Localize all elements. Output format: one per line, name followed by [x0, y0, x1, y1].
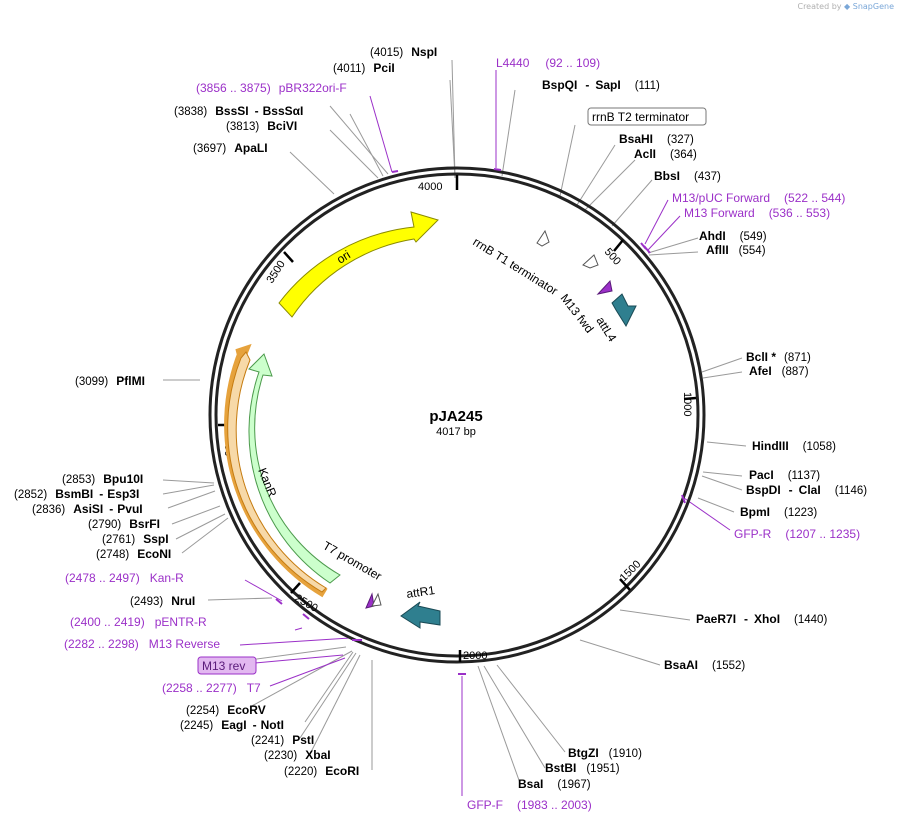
leader-lines [162, 59, 747, 784]
snapgene-credit: Created by ◆ SnapGene [797, 2, 894, 11]
xbai-label[interactable]: (2230)XbaI [264, 748, 331, 762]
ecori-label[interactable]: (2220)EcoRI [284, 764, 359, 778]
paci-label[interactable]: PacI(1137) [749, 468, 820, 482]
bpu10i-label[interactable]: (2853)Bpu10I [62, 472, 143, 486]
m13-puc-forward-label[interactable]: M13/pUC Forward(522 .. 544) [672, 191, 845, 205]
tick-4000: 4000 [418, 181, 442, 193]
ori-label: ori [334, 248, 353, 267]
hindiii-label[interactable]: HindIII(1058) [752, 439, 836, 453]
pbr322ori-f-label[interactable]: (3856 .. 3875)pBR322ori-F [196, 81, 347, 95]
sspi-label[interactable]: (2761)SspI [102, 532, 169, 546]
kanr-orange-bar [227, 351, 327, 593]
snapgene-logo-icon: ◆ [844, 2, 851, 11]
m13-forward-label[interactable]: M13 Forward(536 .. 553) [684, 206, 830, 220]
pentr-r-label[interactable]: (2400 .. 2419)pENTR-R [70, 615, 207, 629]
rrnb-t2-box[interactable] [587, 107, 707, 126]
m13-fwd-label: M13 fwd [558, 291, 597, 335]
psti-label[interactable]: (2241)PstI [251, 733, 314, 747]
t7-primer-label[interactable]: (2258 .. 2277)T7 [162, 681, 261, 695]
ecorv-label[interactable]: (2254)EcoRV [186, 703, 266, 717]
credit-brand: SnapGene [852, 2, 894, 11]
gfp-r-label[interactable]: GFP-R(1207 .. 1235) [734, 527, 860, 541]
bcli-label[interactable]: BclI *(871) [746, 350, 811, 364]
rrnb-t1-label: rrnB T1 terminator [470, 235, 560, 298]
asisi-label[interactable]: (2836)AsiSI-PvuI [32, 502, 143, 516]
pcii-label[interactable]: (4011)PciI [333, 61, 395, 75]
plasmid-size: 4017 bp [436, 426, 476, 438]
pflmi-label[interactable]: (3099)PflMI [75, 374, 145, 388]
labels-bottom-right: BtgZI(1910) BstBI(1951) BsaI(1967) GFP-F… [467, 746, 642, 812]
m13-fwd-feature[interactable] [596, 279, 613, 295]
econi-label[interactable]: (2748)EcoNI [96, 547, 171, 561]
bcivi-label[interactable]: (3813)BciVI [226, 119, 297, 133]
attl4-feature[interactable] [611, 293, 637, 328]
bpmi-label[interactable]: BpmI(1223) [740, 505, 817, 519]
labels-left: (3099)PflMI (2853)Bpu10I (2852)BsmBI-Esp… [14, 374, 171, 561]
bspdi-label[interactable]: BspDI-ClaI(1146) [746, 483, 867, 497]
labels-top-right: L4440(92 .. 109) BspQI-SapI(111) rrnB T2… [496, 56, 845, 257]
attr1-feature[interactable] [400, 601, 441, 629]
labels-right: BclI *(871) AfeI(887) HindIII(1058) PacI… [664, 350, 867, 672]
bsrfi-label[interactable]: (2790)BsrFI [88, 517, 160, 531]
primer-marks [275, 168, 686, 675]
rrnb-t1-feature[interactable] [582, 254, 599, 269]
kan-r-primer-label[interactable]: (2478 .. 2497)Kan-R [65, 571, 184, 585]
m13-reverse-label[interactable]: (2282 .. 2298)M13 Reverse [64, 637, 220, 651]
ori-feature[interactable] [278, 211, 439, 318]
acli-label[interactable]: AclI(364) [634, 147, 697, 161]
btgzi-label[interactable]: BtgZI(1910) [568, 746, 642, 760]
labels-bottom-left: (2478 .. 2497)Kan-R (2493)NruI (2400 .. … [64, 571, 359, 778]
ahdi-label[interactable]: AhdI(549) [699, 229, 767, 243]
aflii-label[interactable]: AflII(554) [706, 243, 766, 257]
paer7i-label[interactable]: PaeR7I-XhoI(1440) [696, 612, 827, 626]
bspqi-label[interactable]: BspQI-SapI(111) [542, 78, 660, 92]
bsahi-label[interactable]: BsaHI(327) [619, 132, 694, 146]
bsmbi-label[interactable]: (2852)BsmBI-Esp3I [14, 487, 139, 501]
bbsi-label[interactable]: BbsI(437) [654, 169, 721, 183]
attr1-label: attR1 [405, 583, 436, 601]
t7-promoter-feature[interactable] [365, 592, 375, 609]
labels-top-left: (4015)NspI (4011)PciI (3856 .. 3875)pBR3… [174, 45, 437, 155]
tick-3500: 3500 [264, 259, 287, 286]
nrui-label[interactable]: (2493)NruI [130, 594, 195, 608]
tick-2000: 2000 [463, 650, 487, 662]
bstbi-label[interactable]: BstBI(1951) [545, 761, 620, 775]
bsai-label[interactable]: BsaI(1967) [518, 777, 591, 791]
tick-500: 500 [602, 246, 623, 268]
tick-1000: 1000 [681, 392, 693, 416]
bsssi-label[interactable]: (3838)BssSI-BssSαI [174, 104, 303, 118]
t7-promoter-small [371, 592, 382, 607]
m13-rev-box[interactable] [197, 656, 257, 675]
backbone-inner [214, 172, 700, 658]
rrnb-t2-feature[interactable] [536, 229, 550, 247]
attl4-label: attL4 [593, 314, 619, 344]
eagi-label[interactable]: (2245)EagI-NotI [180, 718, 284, 732]
primer-leaders [239, 70, 731, 796]
credit-prefix: Created by [797, 2, 842, 11]
nspi-label[interactable]: (4015)NspI [370, 45, 437, 59]
backbone-outer [208, 166, 706, 664]
afei-label[interactable]: AfeI(887) [749, 364, 809, 378]
apali-label[interactable]: (3697)ApaLI [193, 141, 268, 155]
gfp-f-label[interactable]: GFP-F(1983 .. 2003) [467, 798, 592, 812]
bsaai-label[interactable]: BsaAI(1552) [664, 658, 745, 672]
m13-rev-label: M13 rev [202, 659, 245, 673]
rrnb-t2-label: rrnB T2 terminator [592, 110, 689, 124]
plasmid-name: pJA245 [429, 408, 482, 425]
l4440-label[interactable]: L4440(92 .. 109) [496, 56, 600, 70]
kanr-feature[interactable] [248, 353, 341, 584]
